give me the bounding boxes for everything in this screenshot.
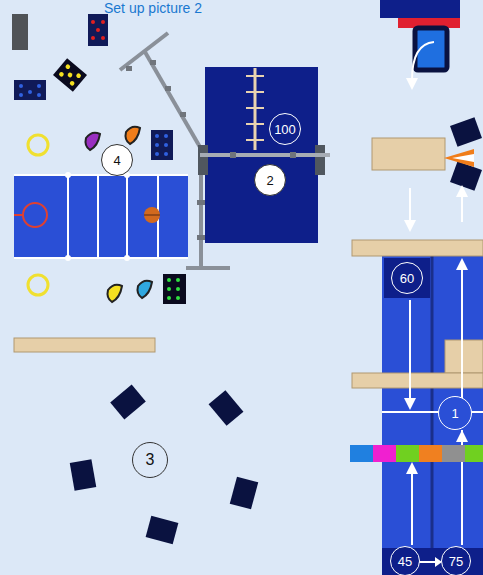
title: Set up picture 2 [104, 0, 202, 16]
callout-number: 75 [441, 546, 471, 575]
callout-number: 2 [254, 164, 286, 196]
callout-number: 60 [391, 262, 423, 294]
callout-number: 4 [101, 144, 133, 176]
callout-number: 1 [438, 396, 472, 430]
callout-number: 100 [269, 113, 301, 145]
callout-number: 45 [390, 546, 420, 575]
callout-number: 3 [132, 442, 168, 478]
